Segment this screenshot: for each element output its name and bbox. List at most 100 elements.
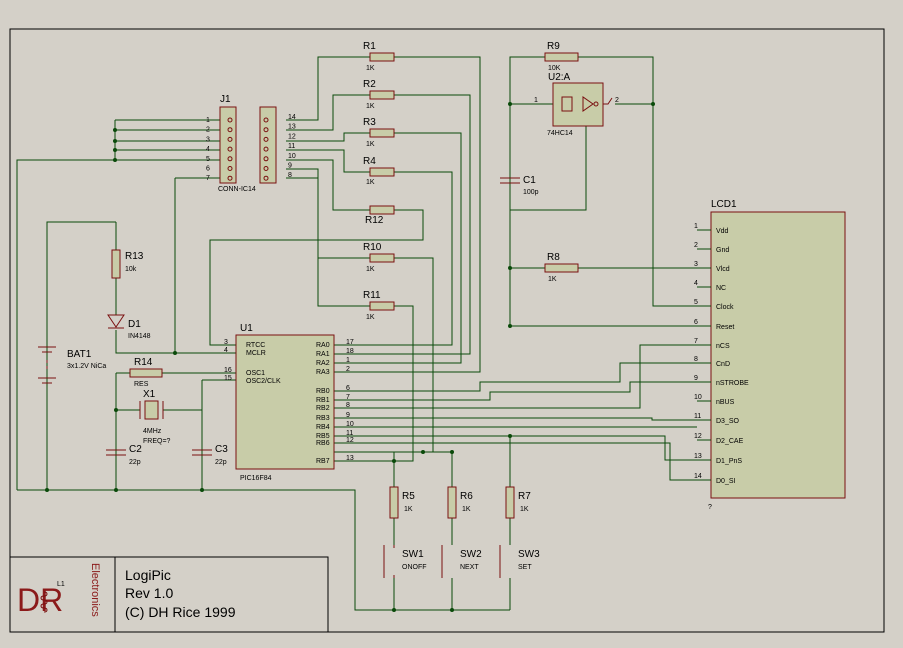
lcd-pin-number: 3 <box>694 261 698 268</box>
j1-pin-socket <box>227 156 233 162</box>
switch-sw2: SW2 NEXT <box>441 545 482 578</box>
coil-icon <box>40 591 48 613</box>
lcd-pin-name: D0_SI <box>716 478 736 485</box>
lcd-pin-name: Gnd <box>716 247 729 254</box>
svg-text:IN4148: IN4148 <box>128 333 151 340</box>
u1-pin-number: 1 <box>346 357 350 364</box>
svg-text:R1: R1 <box>363 41 376 52</box>
wiring <box>16 56 697 611</box>
svg-text:10k: 10k <box>125 266 137 273</box>
u1-pin-name: RB3 <box>316 415 330 422</box>
svg-text:1K: 1K <box>404 506 413 513</box>
crystal-x1: X1 4MHz FREQ=? <box>139 389 171 445</box>
diode-d1: D1 IN4148 <box>107 314 151 340</box>
lcd-pin-number: 11 <box>694 413 701 420</box>
svg-text:1K: 1K <box>520 506 529 513</box>
lcd-pin-name: nSTROBE <box>716 380 749 387</box>
svg-text:C1: C1 <box>523 175 536 186</box>
title-block: DR L1 Electronics LogiPic Rev 1.0 (C) DH… <box>9 556 329 633</box>
lcd-pin-name: NC <box>716 285 726 292</box>
j1-pin-number: 11 <box>288 143 295 150</box>
svg-text:SW1: SW1 <box>402 549 424 560</box>
j1-pin-number: 4 <box>206 146 210 153</box>
svg-text:FREQ=?: FREQ=? <box>143 438 171 445</box>
j1-ref: J1 <box>220 94 231 105</box>
u1-pin-name: RB7 <box>316 458 330 465</box>
j1-pin-socket <box>263 166 269 171</box>
svg-text:R10: R10 <box>363 242 382 253</box>
lcd-pin-number: 13 <box>694 453 702 460</box>
svg-text:1K: 1K <box>366 266 375 273</box>
j1-pin-socket <box>227 136 233 142</box>
svg-text:1K: 1K <box>548 276 557 283</box>
svg-text:1K: 1K <box>366 65 375 72</box>
resistor-r8: R8 1K <box>544 252 579 283</box>
svg-text:R9: R9 <box>547 41 560 52</box>
u1-pin-number: 15 <box>224 375 232 382</box>
j1-pin-socket <box>263 175 269 181</box>
j1-pin-number: 12 <box>288 133 296 140</box>
svg-text:NEXT: NEXT <box>460 564 479 571</box>
u1-pin-number: 18 <box>346 348 354 355</box>
svg-text:22p: 22p <box>129 459 141 466</box>
j1-pin-socket <box>227 175 233 181</box>
svg-text:1K: 1K <box>366 103 375 110</box>
svg-text:R4: R4 <box>363 156 376 167</box>
battery-bat1: BAT1 3x1.2V NiCa <box>38 346 106 384</box>
j1-pin-number: 13 <box>288 124 296 131</box>
svg-text:SW3: SW3 <box>518 549 540 560</box>
lcd-pin-number: 9 <box>694 375 698 382</box>
resistor-r11: R11 1K <box>363 290 395 321</box>
j1-pin-socket <box>227 146 233 152</box>
resistor-r5: R5 1K <box>389 486 415 519</box>
svg-text:R7: R7 <box>518 491 531 502</box>
u1-pin-name: RA0 <box>316 342 330 349</box>
j1-pin-number: 9 <box>288 163 292 170</box>
svg-text:1K: 1K <box>366 179 375 186</box>
svg-text:74HC14: 74HC14 <box>547 130 573 137</box>
lcd-module-lcd1: LCD1 ? 1Vdd2Gnd3Vlcd4NC5Clock6Reset7nCS8… <box>694 199 846 511</box>
svg-text:1K: 1K <box>462 506 471 513</box>
lcd-pin-number: 5 <box>694 299 698 306</box>
u1-pin-name: RA3 <box>316 369 330 376</box>
u1-pin-number: 7 <box>346 394 350 401</box>
u1-pin-name: RA2 <box>316 360 330 367</box>
j1-pin-number: 8 <box>288 172 292 179</box>
lcd-pin-name: Vlcd <box>716 266 730 273</box>
u1-pin-number: 10 <box>346 421 354 428</box>
j1-pin-number: 5 <box>206 156 210 163</box>
resistor-r3: R3 1K <box>363 117 395 148</box>
copyright: (C) DH Rice 1999 <box>125 604 236 620</box>
svg-text:R6: R6 <box>460 491 473 502</box>
u1-pin-name: RB6 <box>316 440 330 447</box>
j1-pin-socket <box>263 136 269 142</box>
svg-text:R5: R5 <box>402 491 415 502</box>
j1-pin-number: 1 <box>206 117 210 124</box>
svg-text:R8: R8 <box>547 252 560 263</box>
svg-text:C2: C2 <box>129 444 142 455</box>
svg-text:SET: SET <box>518 564 532 571</box>
svg-text:R2: R2 <box>363 79 376 90</box>
lcd-pin-name: Reset <box>716 324 734 331</box>
j1-pin-socket <box>227 166 233 171</box>
u1-pin-name: MCLR <box>246 350 266 357</box>
svg-text:?: ? <box>708 504 712 511</box>
svg-text:BAT1: BAT1 <box>67 349 92 360</box>
svg-text:R12: R12 <box>365 215 384 226</box>
svg-text:1K: 1K <box>366 141 375 148</box>
coil-label: L1 <box>57 581 65 588</box>
resistor-r12: R12 <box>365 205 395 226</box>
project-title: LogiPic <box>125 567 171 583</box>
resistor-r14: R14 RES <box>129 357 163 388</box>
svg-text:R13: R13 <box>125 251 144 262</box>
svg-text:RES: RES <box>134 381 149 388</box>
j1-pin-number: 2 <box>206 127 210 134</box>
lcd-pin-number: 8 <box>694 356 698 363</box>
resistor-r1: R1 1K <box>363 41 395 72</box>
j1-value: CONN-IC14 <box>218 186 256 193</box>
sheet-border <box>9 28 885 633</box>
u1-pin-name: RB0 <box>316 388 330 395</box>
